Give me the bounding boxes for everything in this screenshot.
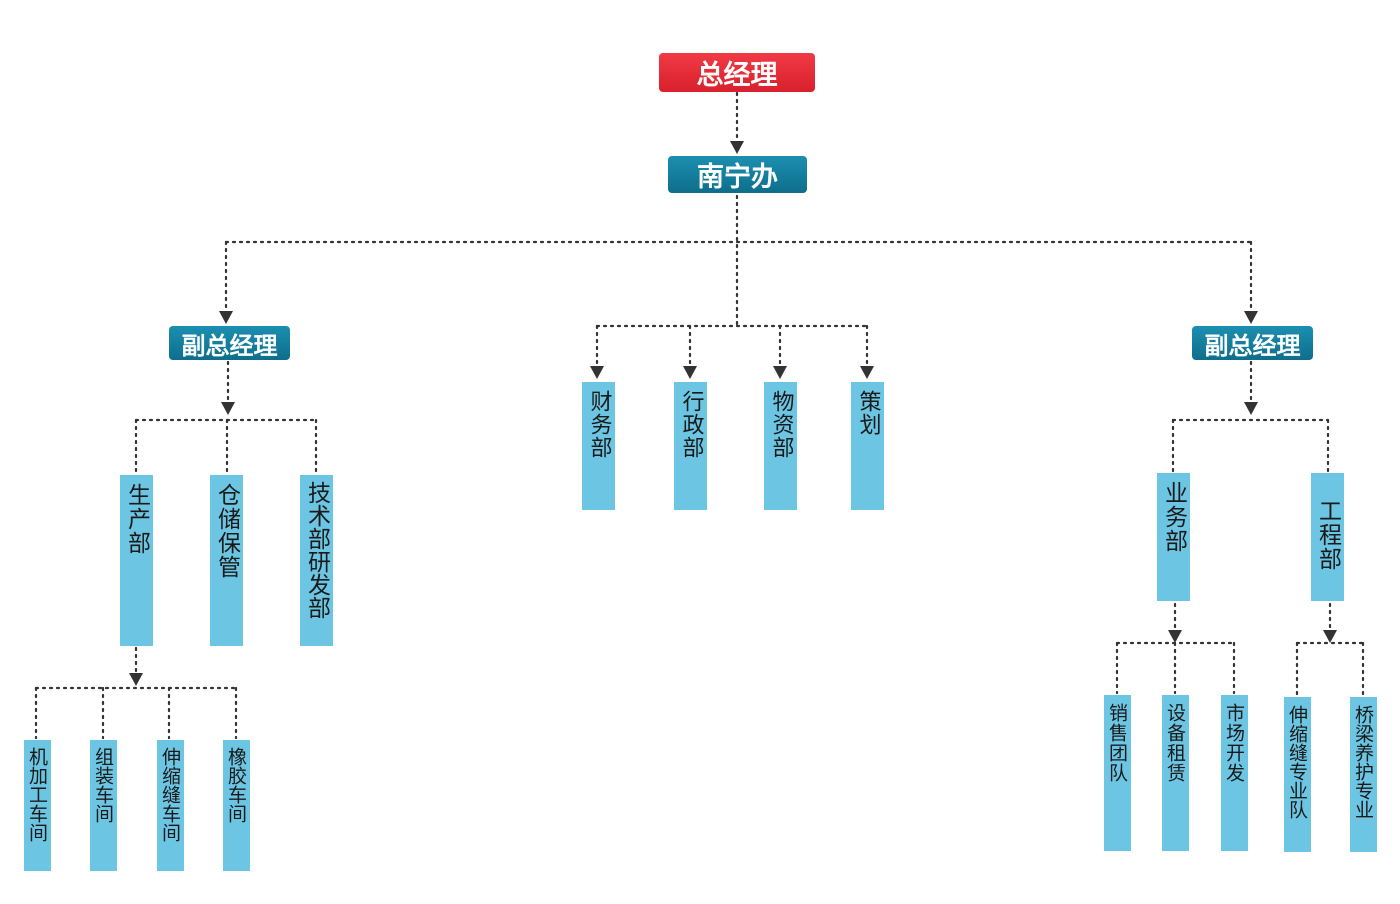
node-assembly-label: 组装车间 bbox=[92, 747, 114, 823]
node-expansion-joint-workshop: 伸缩缝车间 bbox=[157, 740, 184, 871]
node-planning: 策划 bbox=[851, 382, 884, 510]
node-bridge-maintenance: 桥梁养护专业 bbox=[1350, 697, 1377, 852]
node-bridge-maintenance-label: 桥梁养护专业 bbox=[1352, 705, 1374, 819]
node-expansion-joint-workshop-label: 伸缩缝车间 bbox=[159, 747, 181, 842]
node-expansion-joint-team: 伸缩缝专业队 bbox=[1284, 697, 1311, 852]
arrow-vgm-right bbox=[1244, 311, 1258, 324]
node-vice-gm-right: 副总经理 bbox=[1192, 326, 1313, 360]
node-tech-rd-label: 技术部研发部 bbox=[303, 481, 330, 619]
arrow-vgm-right-down bbox=[1244, 402, 1258, 415]
arrow-business-down bbox=[1168, 630, 1182, 643]
node-sales-team-label: 销售团队 bbox=[1106, 703, 1128, 783]
node-tech-rd: 技术部研发部 bbox=[300, 475, 333, 646]
node-expansion-joint-team-label: 伸缩缝专业队 bbox=[1286, 705, 1308, 819]
node-engineering: 工程部 bbox=[1311, 473, 1344, 601]
node-planning-label: 策划 bbox=[855, 390, 881, 436]
node-warehouse: 仓储保管 bbox=[210, 475, 243, 646]
node-administration: 行政部 bbox=[674, 382, 707, 510]
node-machining: 机加工车间 bbox=[24, 740, 51, 871]
node-engineering-label: 工程部 bbox=[1314, 499, 1341, 571]
node-general-manager: 总经理 bbox=[659, 53, 815, 92]
node-materials-label: 物资部 bbox=[768, 390, 794, 459]
node-production: 生产部 bbox=[120, 475, 153, 646]
node-business-label: 业务部 bbox=[1160, 481, 1187, 553]
arrow-finance bbox=[590, 366, 604, 379]
arrow-vgm-left bbox=[219, 311, 233, 324]
node-machining-label: 机加工车间 bbox=[26, 747, 48, 842]
node-vice-gm-left: 副总经理 bbox=[169, 326, 290, 360]
arrow-office bbox=[730, 141, 744, 154]
node-finance: 财务部 bbox=[582, 382, 615, 510]
node-rubber-workshop: 橡胶车间 bbox=[223, 740, 250, 871]
arrow-materials bbox=[773, 366, 787, 379]
arrow-vgm-left-down bbox=[221, 402, 235, 415]
arrow-production-down bbox=[129, 673, 143, 686]
node-equipment-rental-label: 设备租赁 bbox=[1164, 703, 1186, 783]
node-administration-label: 行政部 bbox=[678, 390, 704, 459]
node-finance-label: 财务部 bbox=[586, 390, 612, 459]
node-sales-team: 销售团队 bbox=[1104, 695, 1131, 851]
arrow-engineering-down bbox=[1323, 630, 1337, 643]
node-warehouse-label: 仓储保管 bbox=[213, 483, 240, 579]
node-market-dev: 市场开发 bbox=[1221, 695, 1248, 851]
arrow-planning bbox=[860, 366, 874, 379]
node-business: 业务部 bbox=[1157, 473, 1190, 601]
node-assembly: 组装车间 bbox=[90, 740, 117, 871]
node-materials: 物资部 bbox=[764, 382, 797, 510]
node-nanning-office: 南宁办 bbox=[668, 156, 807, 193]
node-production-label: 生产部 bbox=[123, 483, 150, 555]
node-equipment-rental: 设备租赁 bbox=[1162, 695, 1189, 851]
node-market-dev-label: 市场开发 bbox=[1223, 703, 1245, 783]
node-rubber-workshop-label: 橡胶车间 bbox=[225, 747, 247, 823]
arrow-admin bbox=[683, 366, 697, 379]
